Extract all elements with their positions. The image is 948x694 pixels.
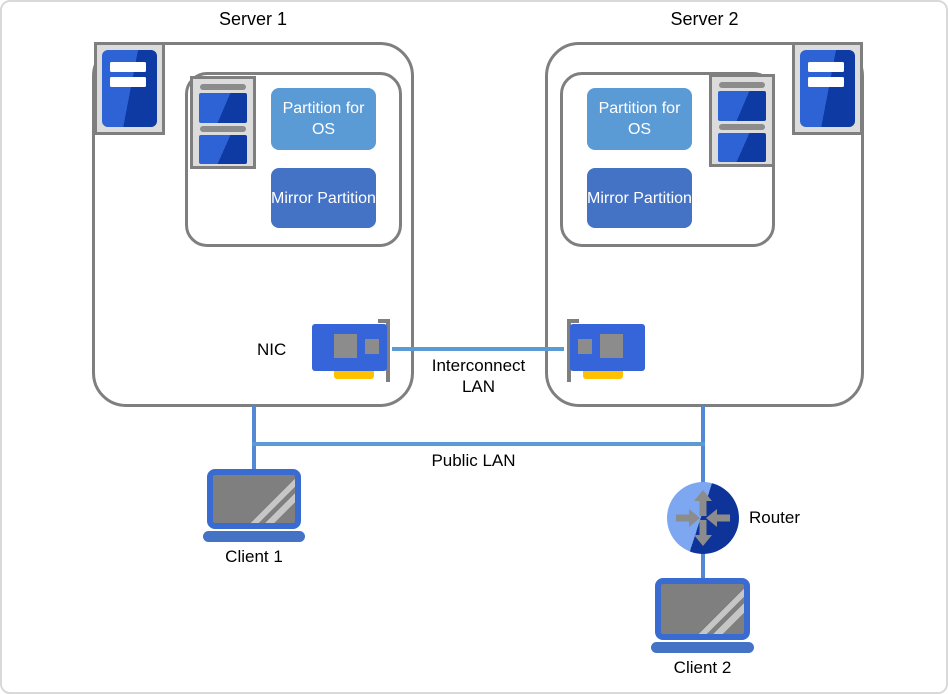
public-lan-label: Public LAN [431,451,516,470]
disk-stack-icon [709,74,775,167]
laptop-icon [655,578,750,640]
server-tower-icon [94,42,165,135]
client1-label: Client 1 [225,547,283,566]
laptop-base [203,531,305,542]
laptop-base [651,642,754,653]
nic-card-icon [312,319,390,382]
server2-title: Server 2 [670,9,739,29]
router-label: Router [749,508,801,527]
server1-mirror-partition: Mirror Partition [271,168,376,228]
server1-partition-os: Partition for OS [271,88,376,150]
nic-label: NIC [257,340,287,359]
public-lan-line [252,442,705,446]
nic-card-icon [567,319,645,382]
server2-mirror-partition: Mirror Partition [587,168,692,228]
server1-public-lan-line [252,406,256,470]
server1-title: Server 1 [218,9,288,29]
client2-label: Client 2 [673,658,732,677]
server2-partition-os: Partition for OS [587,88,692,150]
disk-stack-icon [190,76,256,169]
laptop-icon [207,469,301,529]
interconnect-lan-line [392,347,564,351]
router-icon [667,482,739,554]
interconnect-lan-label: Interconnect LAN [431,356,526,396]
server-tower-icon [792,42,863,135]
router-client2-line [701,551,705,580]
